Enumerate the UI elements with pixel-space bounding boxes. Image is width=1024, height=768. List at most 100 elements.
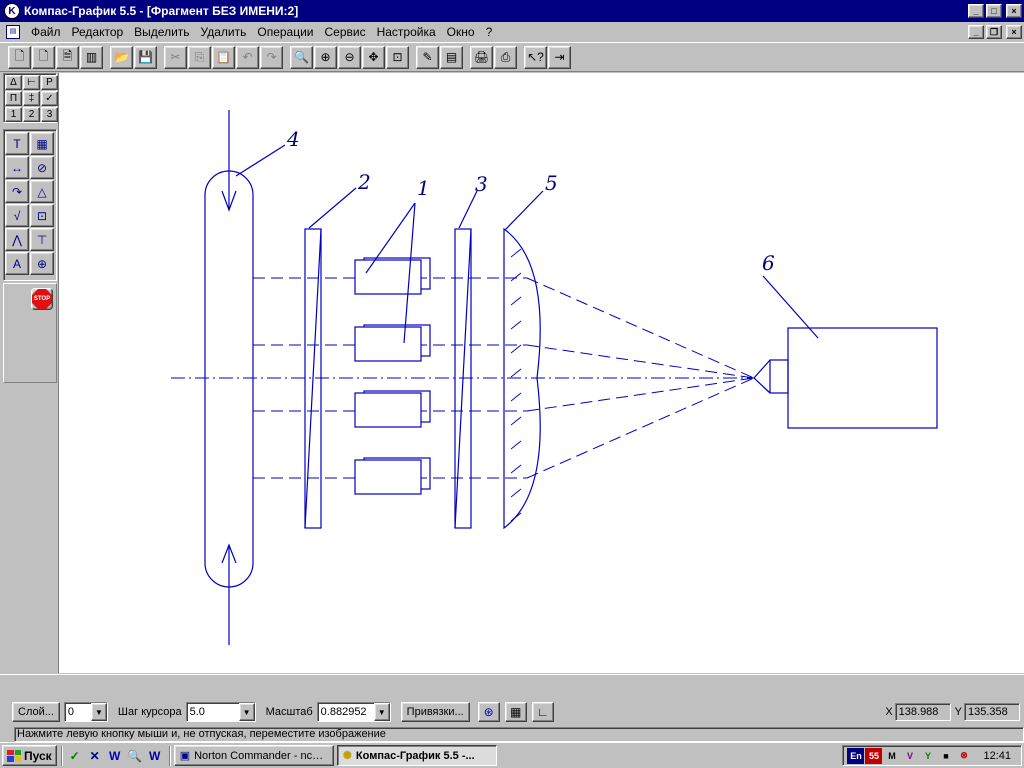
y-coordinate: Y 135.358 — [955, 702, 1020, 722]
print-preview-icon[interactable]: 🖨 — [470, 45, 493, 69]
new-text-doc-icon[interactable]: 🗎 — [56, 45, 79, 69]
document-icon[interactable]: ▤ — [6, 25, 20, 39]
ortho-icon[interactable]: ∟ — [531, 702, 554, 722]
palette-button-8[interactable]: 3 — [41, 107, 58, 122]
layers-icon[interactable]: ▤ — [440, 45, 463, 69]
lens-hatch-11 — [510, 512, 522, 522]
chevron-down-icon[interactable]: ▼ — [238, 703, 255, 721]
target-tool-icon[interactable]: ⊕ — [30, 252, 54, 275]
menu-item-3[interactable]: Удалить — [200, 25, 247, 39]
step-combo[interactable]: 5.0 ▼ — [185, 702, 256, 722]
palette-button-0[interactable]: Δ — [5, 75, 22, 90]
menu-item-5[interactable]: Сервис — [324, 25, 366, 39]
tray-icon-2[interactable]: M — [883, 747, 901, 764]
palette-button-7[interactable]: 2 — [23, 107, 40, 122]
leader-tool-icon[interactable]: ⊤ — [30, 228, 54, 251]
step-label: Шаг курсора — [117, 706, 182, 718]
title-bar[interactable]: K Компас-График 5.5 - [Фрагмент БЕЗ ИМЕН… — [0, 0, 1024, 22]
menu-item-4[interactable]: Операции — [257, 25, 314, 39]
menu-item-6[interactable]: Настройка — [376, 25, 436, 39]
lens-hatch-8 — [510, 440, 522, 450]
palette-button-4[interactable]: ‡ — [23, 91, 40, 106]
x-value: 138.988 — [894, 703, 951, 721]
doc-close-button[interactable]: × — [1006, 25, 1022, 39]
doc-restore-button[interactable]: ❐ — [986, 25, 1002, 39]
arc-tool-icon[interactable]: ↷ — [5, 180, 29, 203]
palette-button-3[interactable]: П — [5, 91, 22, 106]
cell-front-2 — [354, 392, 422, 428]
zoom-icon[interactable]: 🔍 — [290, 45, 313, 69]
tray-icon-0[interactable]: En — [847, 747, 865, 764]
palette-button-2[interactable]: P — [41, 75, 58, 90]
zoom-in-icon[interactable]: ⊕ — [314, 45, 337, 69]
label-tool-icon[interactable]: A — [5, 252, 29, 275]
new-document-icon[interactable]: 🗋 — [8, 45, 31, 69]
text-tool-icon[interactable]: T — [5, 132, 29, 155]
circle-tool-icon[interactable]: ⊘ — [30, 156, 54, 179]
layer-combo[interactable]: 0 ▼ — [63, 702, 108, 722]
dimension-tool-icon[interactable]: ↔ — [5, 156, 29, 179]
quick-launch-icon-2[interactable]: W — [109, 748, 121, 763]
tray-icon-3[interactable]: V — [901, 747, 919, 764]
pan-move-icon[interactable]: ✥ — [362, 45, 385, 69]
palette-button-6[interactable]: 1 — [5, 107, 22, 122]
chevron-down-icon[interactable]: ▼ — [90, 703, 107, 721]
table-tool-icon[interactable]: ▦ — [30, 132, 54, 155]
paste-icon[interactable]: 📋 — [212, 45, 235, 69]
check-tool-icon[interactable]: √ — [5, 204, 29, 227]
minimize-button[interactable]: _ — [968, 4, 984, 18]
quick-launch-icon-1[interactable]: ✕ — [89, 748, 100, 763]
callout-label-1: 1 — [417, 176, 430, 200]
cut-scissors-icon[interactable]: ✂ — [164, 45, 187, 69]
tray-icon-1[interactable]: 55 — [865, 747, 883, 764]
new-fragment-icon[interactable]: 🗋 — [32, 45, 55, 69]
stop-button[interactable]: STOP — [31, 288, 53, 310]
close-button[interactable]: × — [1006, 4, 1022, 18]
tray-icon-6[interactable]: ⊗ — [955, 747, 973, 764]
chevron-down-icon[interactable]: ▼ — [373, 703, 390, 721]
plate-3-diagonal — [454, 228, 472, 529]
triangle-tool-icon[interactable]: △ — [30, 180, 54, 203]
menu-item-7[interactable]: Окно — [446, 25, 475, 39]
exit-icon[interactable]: ⇥ — [548, 45, 571, 69]
snap-toggle-icon[interactable]: ⊛ — [477, 702, 500, 722]
quick-launch-icon-3[interactable]: 🔍 — [127, 748, 143, 763]
menu-item-1[interactable]: Редактор — [71, 25, 124, 39]
polyline-tool-icon[interactable]: ⋀ — [5, 228, 29, 251]
menu-item-0[interactable]: Файл — [31, 25, 61, 39]
menu-item-8[interactable]: ? — [485, 25, 493, 39]
context-help-icon[interactable]: ↖? — [524, 45, 547, 69]
palette-button-1[interactable]: ⊢ — [23, 75, 40, 90]
scale-combo[interactable]: 0.882952 ▼ — [316, 702, 391, 722]
print-icon[interactable]: ⎙ — [494, 45, 517, 69]
quick-launch-icon-0[interactable]: ✓ — [69, 748, 80, 763]
quick-launch-icon-4[interactable]: W — [149, 748, 161, 763]
zoom-out-icon[interactable]: ⊖ — [338, 45, 361, 69]
tray-icon-4[interactable]: Y — [919, 747, 937, 764]
copy-icon[interactable]: ⎘ — [188, 45, 211, 69]
palette-button-5[interactable]: ✓ — [41, 91, 58, 106]
grid-icon[interactable]: ▦ — [504, 702, 527, 722]
zoom-fit-icon[interactable]: ⊡ — [386, 45, 409, 69]
start-button[interactable]: Пуск — [2, 745, 57, 766]
layer-button[interactable]: Слой... — [12, 702, 60, 722]
kompas-icon[interactable]: K — [4, 3, 20, 19]
redo-icon[interactable]: ↷ — [260, 45, 283, 69]
open-folder-icon[interactable]: 📂 — [110, 45, 133, 69]
properties-pencil-icon[interactable]: ✎ — [416, 45, 439, 69]
lens-hatch-9 — [510, 464, 522, 474]
frame-tool-icon[interactable]: ⊡ — [30, 204, 54, 227]
taskbar-button-1[interactable]: ✺Компас-График 5.5 -... — [336, 745, 497, 766]
stop-icon: STOP — [32, 289, 52, 309]
taskbar-button-0[interactable]: ▣Norton Commander - ncedit — [173, 745, 334, 766]
tray-icon-5[interactable]: ■ — [937, 747, 955, 764]
maximize-button[interactable]: □ — [986, 4, 1002, 18]
save-disk-icon[interactable]: 💾 — [134, 45, 157, 69]
new-spec-icon[interactable]: ▥ — [80, 45, 103, 69]
doc-minimize-button[interactable]: _ — [968, 25, 984, 39]
menu-item-2[interactable]: Выделить — [134, 25, 190, 39]
undo-icon[interactable]: ↶ — [236, 45, 259, 69]
snaps-button[interactable]: Привязки... — [400, 702, 470, 722]
